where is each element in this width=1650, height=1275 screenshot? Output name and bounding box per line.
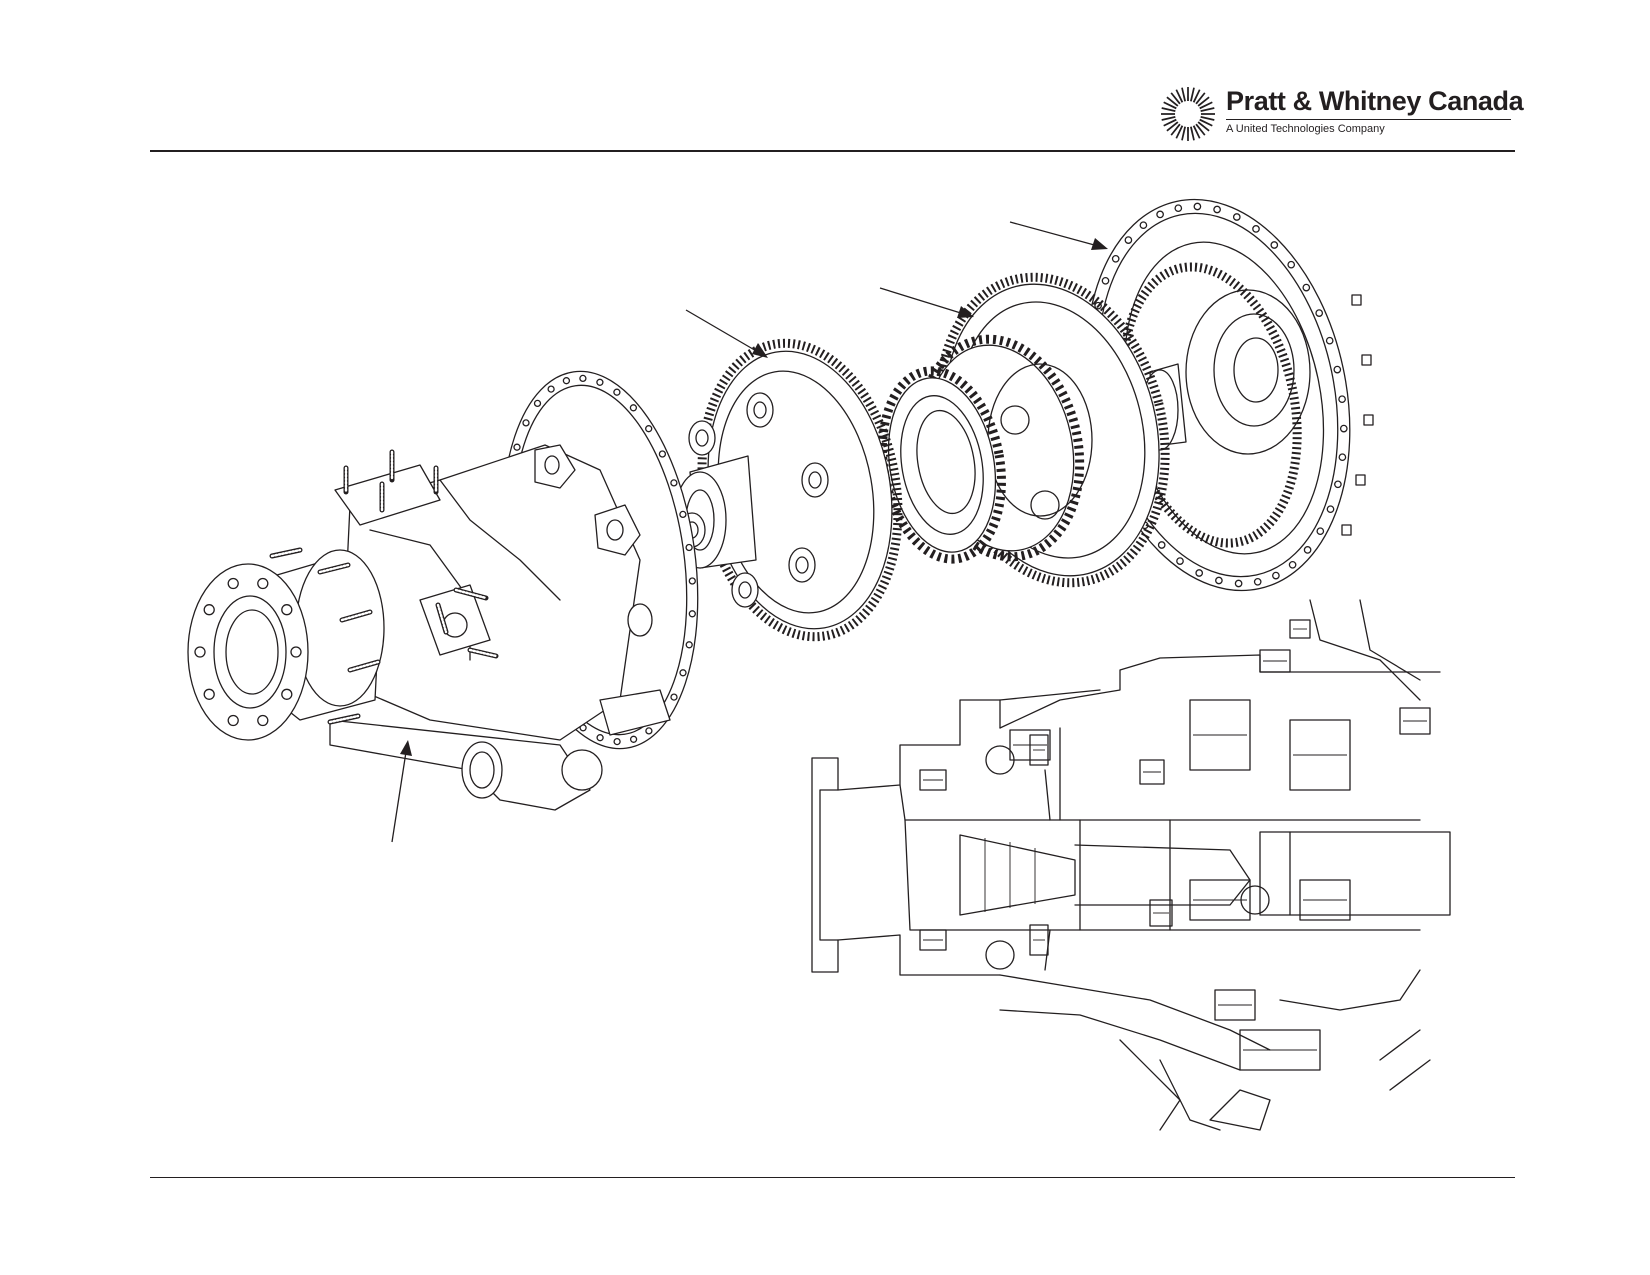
cross-section-view [811,599,1451,1131]
logo-divider [1226,119,1511,120]
brand-logo: Pratt & Whitney Canada A United Technolo… [1160,82,1524,142]
brand-name: Pratt & Whitney Canada [1226,86,1524,116]
turbine-burst-icon [1161,87,1215,141]
footer-rule [150,1177,1515,1178]
callout-arrow-first-gear [685,309,768,358]
first-stage-gear [673,338,903,642]
callout-arrow-housing [1009,221,1108,250]
callout-arrow-second-gear [879,287,974,318]
reduction-gearbox-housing [187,370,699,811]
header-rule [150,150,1515,152]
brand-tagline: A United Technologies Company [1226,123,1385,135]
callout-arrow-gearbox [391,740,412,843]
